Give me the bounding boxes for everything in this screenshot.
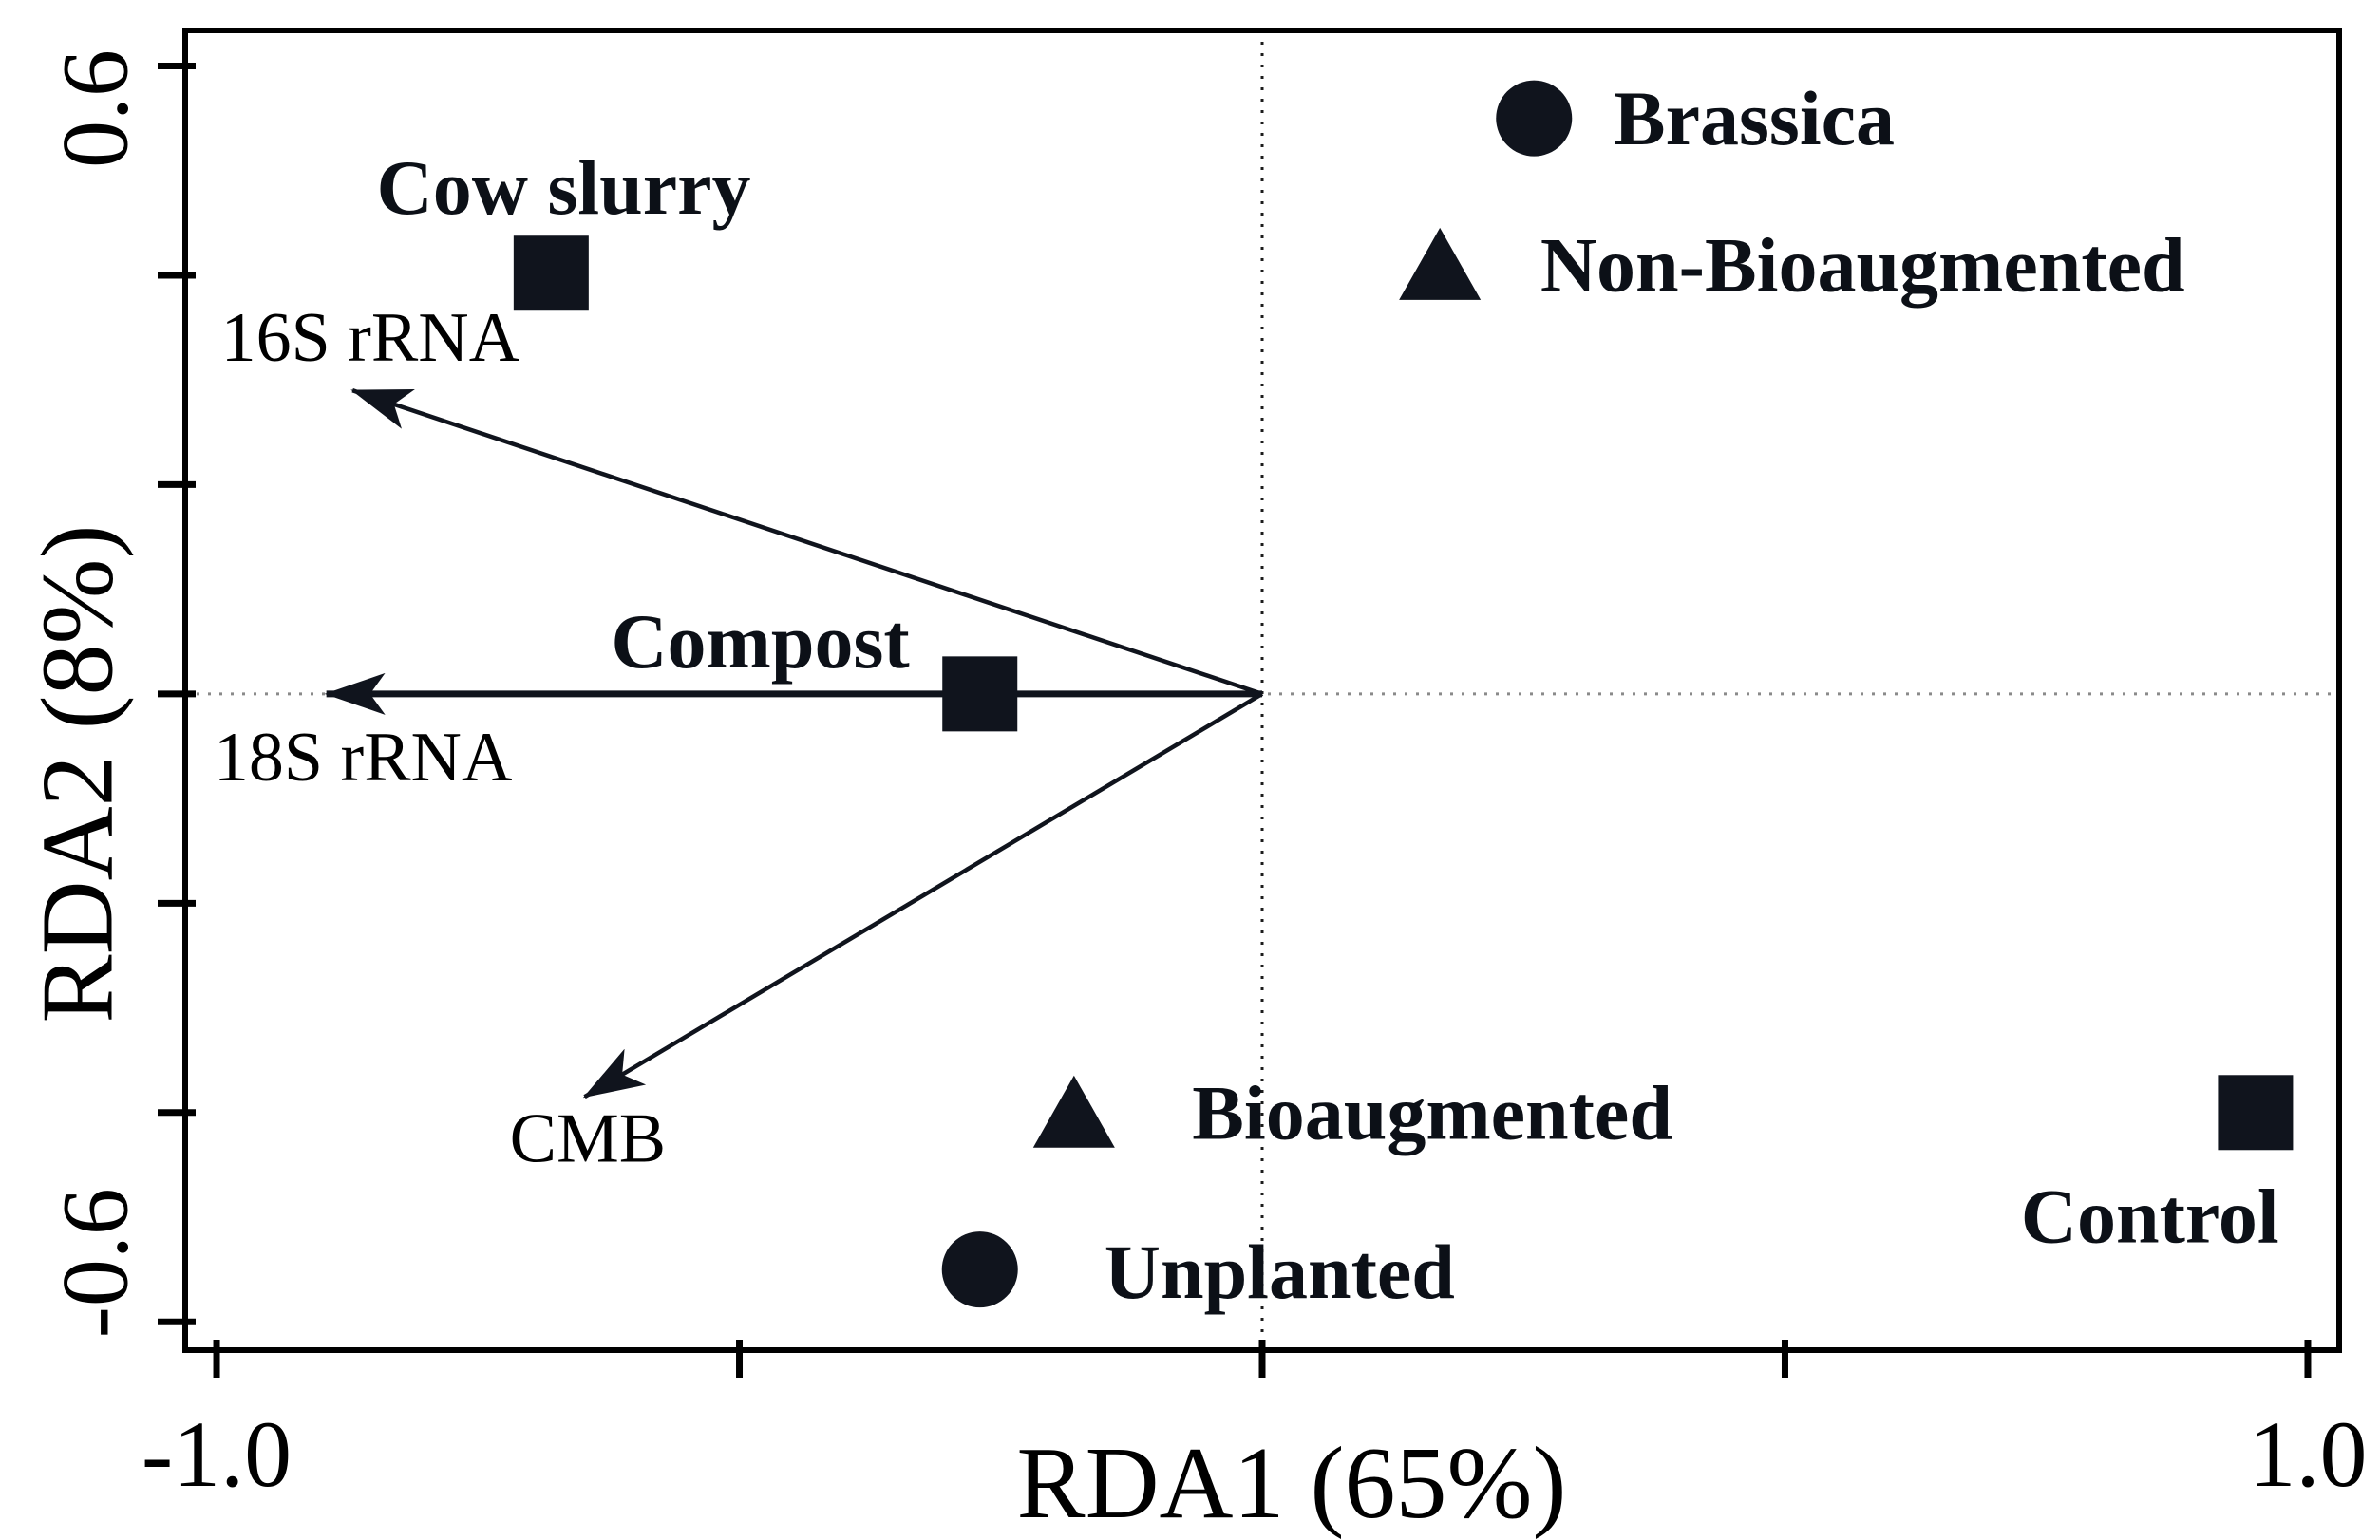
x-axis-title: RDA1 (65%) <box>1017 1427 1567 1540</box>
arrow-label-18s-rrna: 18S rRNA <box>214 719 513 797</box>
y-tick-label-0: 0.6 <box>43 49 148 168</box>
marker-square-compost <box>942 656 1018 732</box>
y-axis-title: RDA2 (8%) <box>22 525 135 1024</box>
marker-triangle-bioaugmented <box>1032 1075 1115 1148</box>
point-label-unplanted: Unplanted <box>1105 1229 1455 1315</box>
point-label-control: Control <box>2021 1173 2279 1259</box>
arrow-cmb <box>582 691 1264 1099</box>
point-label-cow-slurry: Cow slurry <box>377 144 751 231</box>
y-tick-label-6: -0.6 <box>43 1188 148 1338</box>
point-label-brassica: Brassica <box>1614 75 1895 161</box>
marker-triangle-non-bioaugmented <box>1399 227 1482 300</box>
marker-circle-brassica <box>1496 80 1573 157</box>
x-tick-label-4: 1.0 <box>2248 1401 2367 1507</box>
marker-square-control <box>2218 1075 2294 1151</box>
point-label-compost: Compost <box>611 598 909 685</box>
point-label-non-bioaugmented: Non-Bioaugmented <box>1540 221 2185 308</box>
arrow-label-16s-rrna: 16S rRNA <box>221 299 520 377</box>
x-tick-label-0: -1.0 <box>142 1401 292 1507</box>
marker-circle-unplanted <box>941 1231 1018 1308</box>
point-label-bioaugmented: Bioaugmented <box>1192 1069 1672 1155</box>
arrow-label-cmb: CMB <box>510 1099 667 1177</box>
arrow-16s-rrna <box>350 388 1263 696</box>
marker-square-cow-slurry <box>513 235 589 311</box>
